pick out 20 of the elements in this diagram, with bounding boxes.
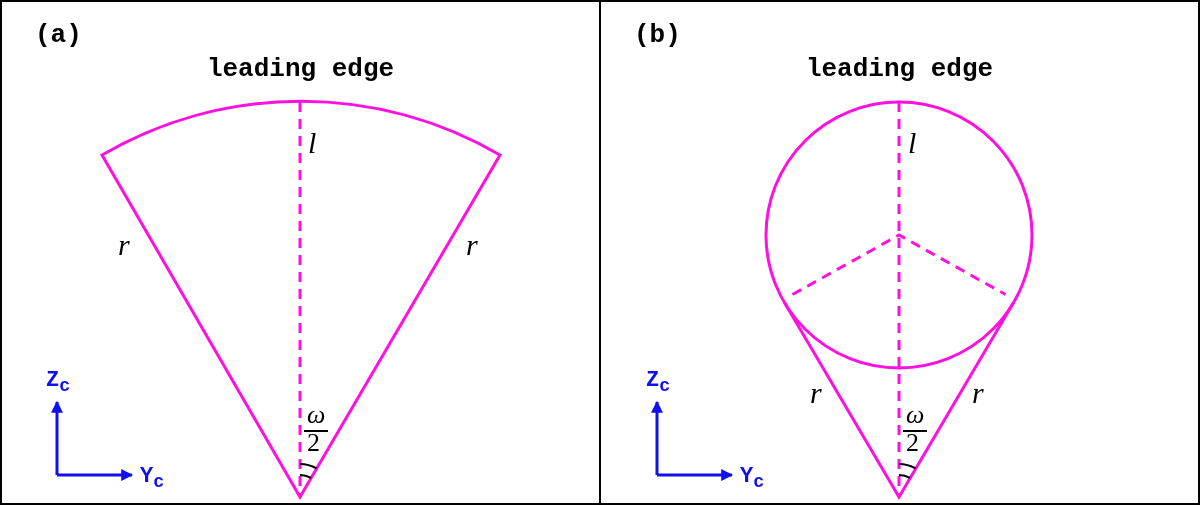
axis-label: Y$_{c}$	[140, 464, 165, 494]
axis-label: Z$_{c}$	[46, 368, 71, 398]
panel-frame	[599, 0, 1200, 505]
radius-label: r	[118, 230, 130, 260]
panel-tag: (a)	[35, 20, 82, 50]
angle-label: 2	[906, 430, 919, 456]
radius-label: r	[466, 230, 478, 260]
panel-frame	[0, 0, 601, 505]
axis-label: Y$_{c}$	[740, 464, 765, 494]
length-label: l	[308, 128, 317, 158]
panel-tag: (b)	[634, 20, 681, 50]
axis-label: Z$_{c}$	[646, 368, 671, 398]
edge-heading: leading edge	[206, 54, 395, 84]
angle-label: ω	[304, 402, 329, 432]
angle-label: ω	[903, 402, 928, 432]
radius-label: r	[810, 378, 822, 408]
edge-heading: leading edge	[805, 54, 994, 84]
radius-label: r	[972, 378, 984, 408]
angle-label: 2	[307, 430, 320, 456]
length-label: l	[908, 128, 917, 158]
